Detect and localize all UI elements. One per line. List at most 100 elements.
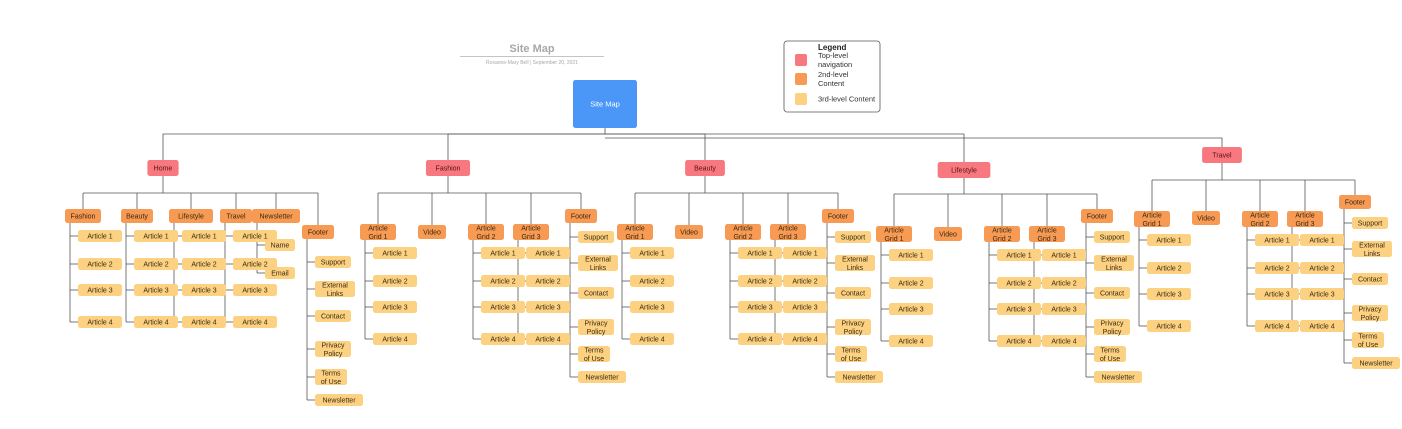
l3-beauty-external-links-box — [835, 255, 875, 271]
l3-home-article-1-box — [78, 230, 122, 242]
l3-home-article-4: Article 4 — [78, 316, 122, 328]
l2-home-footer-box — [302, 225, 334, 239]
l2-travel-article-grid-2-label: Article — [1250, 212, 1270, 219]
l3-beauty-article-2-box — [738, 275, 782, 287]
l3-lifestyle-support: Support — [1094, 231, 1130, 243]
l3-travel-article-3-label: Article 3 — [1309, 292, 1334, 299]
l3-travel-newsletter-label: Newsletter — [1359, 361, 1393, 368]
l2-lifestyle-video: Video — [934, 227, 962, 241]
l3-home-article-3-label: Article 3 — [191, 288, 216, 295]
l3-beauty-article-4: Article 4 — [630, 333, 674, 345]
section-beauty-box — [685, 160, 725, 176]
l3-beauty-article-3-label: Article 3 — [792, 305, 817, 312]
l3-home-article-1-box — [182, 230, 226, 242]
l2-beauty-article-grid-2-label: Article — [733, 225, 753, 232]
l3-travel-external-links-box — [1352, 241, 1392, 257]
l3-lifestyle-article-1: Article 1 — [997, 249, 1041, 261]
connector-lines — [69, 128, 1356, 401]
section-beauty-label: Beauty — [694, 166, 716, 173]
l3-beauty-article-1-label: Article 1 — [792, 251, 817, 258]
l3-fashion-article-1-label: Article 1 — [382, 251, 407, 258]
l3-beauty-article-1: Article 1 — [630, 247, 674, 259]
l2-fashion-article-grid-2-label: Article — [476, 225, 496, 232]
l3-home-article-3-label: Article 3 — [143, 288, 168, 295]
l3-home-article-3: Article 3 — [182, 284, 226, 296]
l3-travel-contact: Contact — [1352, 273, 1388, 285]
l3-home-article-3: Article 3 — [134, 284, 178, 296]
l3-fashion-article-3: Article 3 — [373, 301, 417, 313]
l3-lifestyle-article-3-box — [889, 303, 933, 315]
l2-beauty-article-grid-1-box — [617, 224, 653, 240]
l2-travel-video-label: Video — [1197, 216, 1215, 223]
l2-lifestyle-article-grid-3-label: Article — [1037, 227, 1057, 234]
l3-fashion-article-4-box — [526, 333, 570, 345]
l2-home-footer: Footer — [302, 225, 334, 239]
l2-beauty-article-grid-1-label: Article — [625, 225, 645, 232]
l2-home-fashion: Fashion — [65, 209, 101, 223]
l3-fashion-article-2-box — [481, 275, 525, 287]
l3-lifestyle-article-2: Article 2 — [997, 277, 1041, 289]
l2-home-footer-label: Footer — [308, 230, 329, 237]
l3-fashion-article-1-box — [373, 247, 417, 259]
l3-travel-article-2-label: Article 2 — [1264, 266, 1289, 273]
l3-fashion-article-2-box — [373, 275, 417, 287]
l3-fashion-article-2-box — [526, 275, 570, 287]
l3-beauty-terms-of-use-box — [835, 346, 867, 362]
l3-beauty-privacy-policy-label: Policy — [844, 329, 863, 336]
section-fashion-box — [425, 160, 471, 176]
l3-home-terms-of-use-label: Terms — [321, 370, 341, 377]
l2-travel-article-grid-1-label: Grid 1 — [1142, 221, 1161, 228]
l3-beauty-article-4-label: Article 4 — [639, 337, 664, 344]
l3-lifestyle-article-1-box — [889, 249, 933, 261]
l3-beauty-article-2-label: Article 2 — [747, 279, 772, 286]
l3-fashion-article-1: Article 1 — [373, 247, 417, 259]
l3-lifestyle-article-4: Article 4 — [889, 335, 933, 347]
l3-beauty-article-3: Article 3 — [738, 301, 782, 313]
l3-fashion-article-4-label: Article 4 — [382, 337, 407, 344]
l3-fashion-terms-of-use-label: of Use — [584, 356, 604, 363]
l3-lifestyle-privacy-policy-label: Policy — [1103, 329, 1122, 336]
l3-fashion-contact-label: Contact — [584, 291, 608, 298]
l3-fashion-article-1-box — [481, 247, 525, 259]
l2-home-lifestyle: Lifestyle — [169, 209, 213, 223]
l3-fashion-article-4: Article 4 — [373, 333, 417, 345]
l2-beauty-footer-label: Footer — [828, 214, 849, 221]
page-title: Site Map — [509, 43, 555, 55]
section-lifestyle: Lifestyle — [937, 162, 991, 178]
l2-lifestyle-footer: Footer — [1081, 209, 1113, 223]
l3-lifestyle-terms-of-use-label: of Use — [1100, 356, 1120, 363]
l3-lifestyle-article-1-label: Article 1 — [1006, 253, 1031, 260]
l2-travel-article-grid-2-label: Grid 2 — [1250, 221, 1269, 228]
l3-beauty-terms-of-use-label: of Use — [841, 356, 861, 363]
legend-label-third: 3rd-level Content — [818, 95, 876, 104]
l3-travel-privacy-policy-box — [1352, 305, 1388, 321]
l3-lifestyle-article-3: Article 3 — [889, 303, 933, 315]
l2-travel-footer-label: Footer — [1345, 200, 1366, 207]
l3-home-article-4-box — [78, 316, 122, 328]
l2-travel-footer: Footer — [1339, 195, 1371, 209]
l3-home-article-3-label: Article 3 — [87, 288, 112, 295]
l3-travel-article-2: Article 2 — [1300, 262, 1344, 274]
l2-home-travel: Travel — [220, 209, 252, 223]
l3-travel-article-4-label: Article 4 — [1156, 324, 1181, 331]
l3-beauty-article-4-box — [630, 333, 674, 345]
l3-travel-article-1: Article 1 — [1255, 234, 1299, 246]
l3-home-article-1-label: Article 1 — [143, 234, 168, 241]
l3-travel-article-4-box — [1300, 320, 1344, 332]
legend-box — [783, 40, 881, 113]
l3-fashion-article-2-label: Article 2 — [535, 279, 560, 286]
l3-home-article-4-label: Article 4 — [191, 320, 216, 327]
l3-travel-article-4-box — [1147, 320, 1191, 332]
l3-fashion-contact-box — [578, 287, 614, 299]
